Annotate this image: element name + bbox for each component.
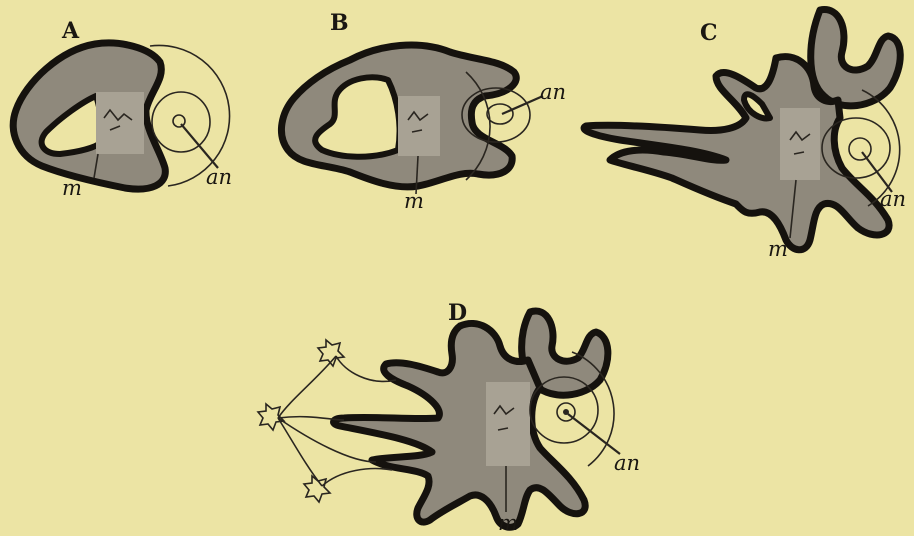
panel-a-letter: A bbox=[61, 18, 80, 44]
panel-b-an-label: an bbox=[540, 80, 566, 104]
panel-c-column bbox=[780, 108, 820, 180]
panel-a-an-leader bbox=[181, 124, 218, 168]
panel-b-m-label: m bbox=[404, 189, 424, 213]
panel-c-an-label: an bbox=[880, 187, 906, 211]
panel-d-strand-link-b bbox=[278, 418, 322, 486]
panel-d: D an m bbox=[258, 300, 640, 532]
panel-d-an-leader bbox=[568, 414, 620, 454]
panel-a: A an m bbox=[13, 18, 232, 200]
panel-b-letter: B bbox=[330, 10, 349, 36]
panel-c-m-label: m bbox=[768, 237, 788, 261]
panel-a-circle bbox=[152, 92, 210, 152]
star-cell-bottom-icon bbox=[304, 476, 330, 502]
panel-b: B an m bbox=[281, 10, 566, 213]
panel-a-column bbox=[96, 92, 144, 154]
panel-a-an-label: an bbox=[206, 165, 232, 189]
panel-b-nucleus bbox=[487, 104, 513, 124]
panel-c-horns bbox=[811, 10, 901, 106]
panel-d-strand-bottom bbox=[322, 469, 392, 486]
panel-c-letter: C bbox=[700, 20, 718, 46]
panel-b-column bbox=[398, 96, 440, 156]
panel-d-an-label: an bbox=[614, 451, 640, 475]
panel-d-m-label: m bbox=[498, 511, 518, 532]
panel-a-m-label: m bbox=[62, 176, 82, 200]
panel-c: C an m bbox=[584, 10, 906, 261]
panel-c-nucleus bbox=[849, 138, 871, 160]
panel-d-column bbox=[486, 382, 530, 466]
panel-d-strand-link-a bbox=[278, 356, 336, 418]
star-cell-middle-icon bbox=[258, 404, 284, 430]
